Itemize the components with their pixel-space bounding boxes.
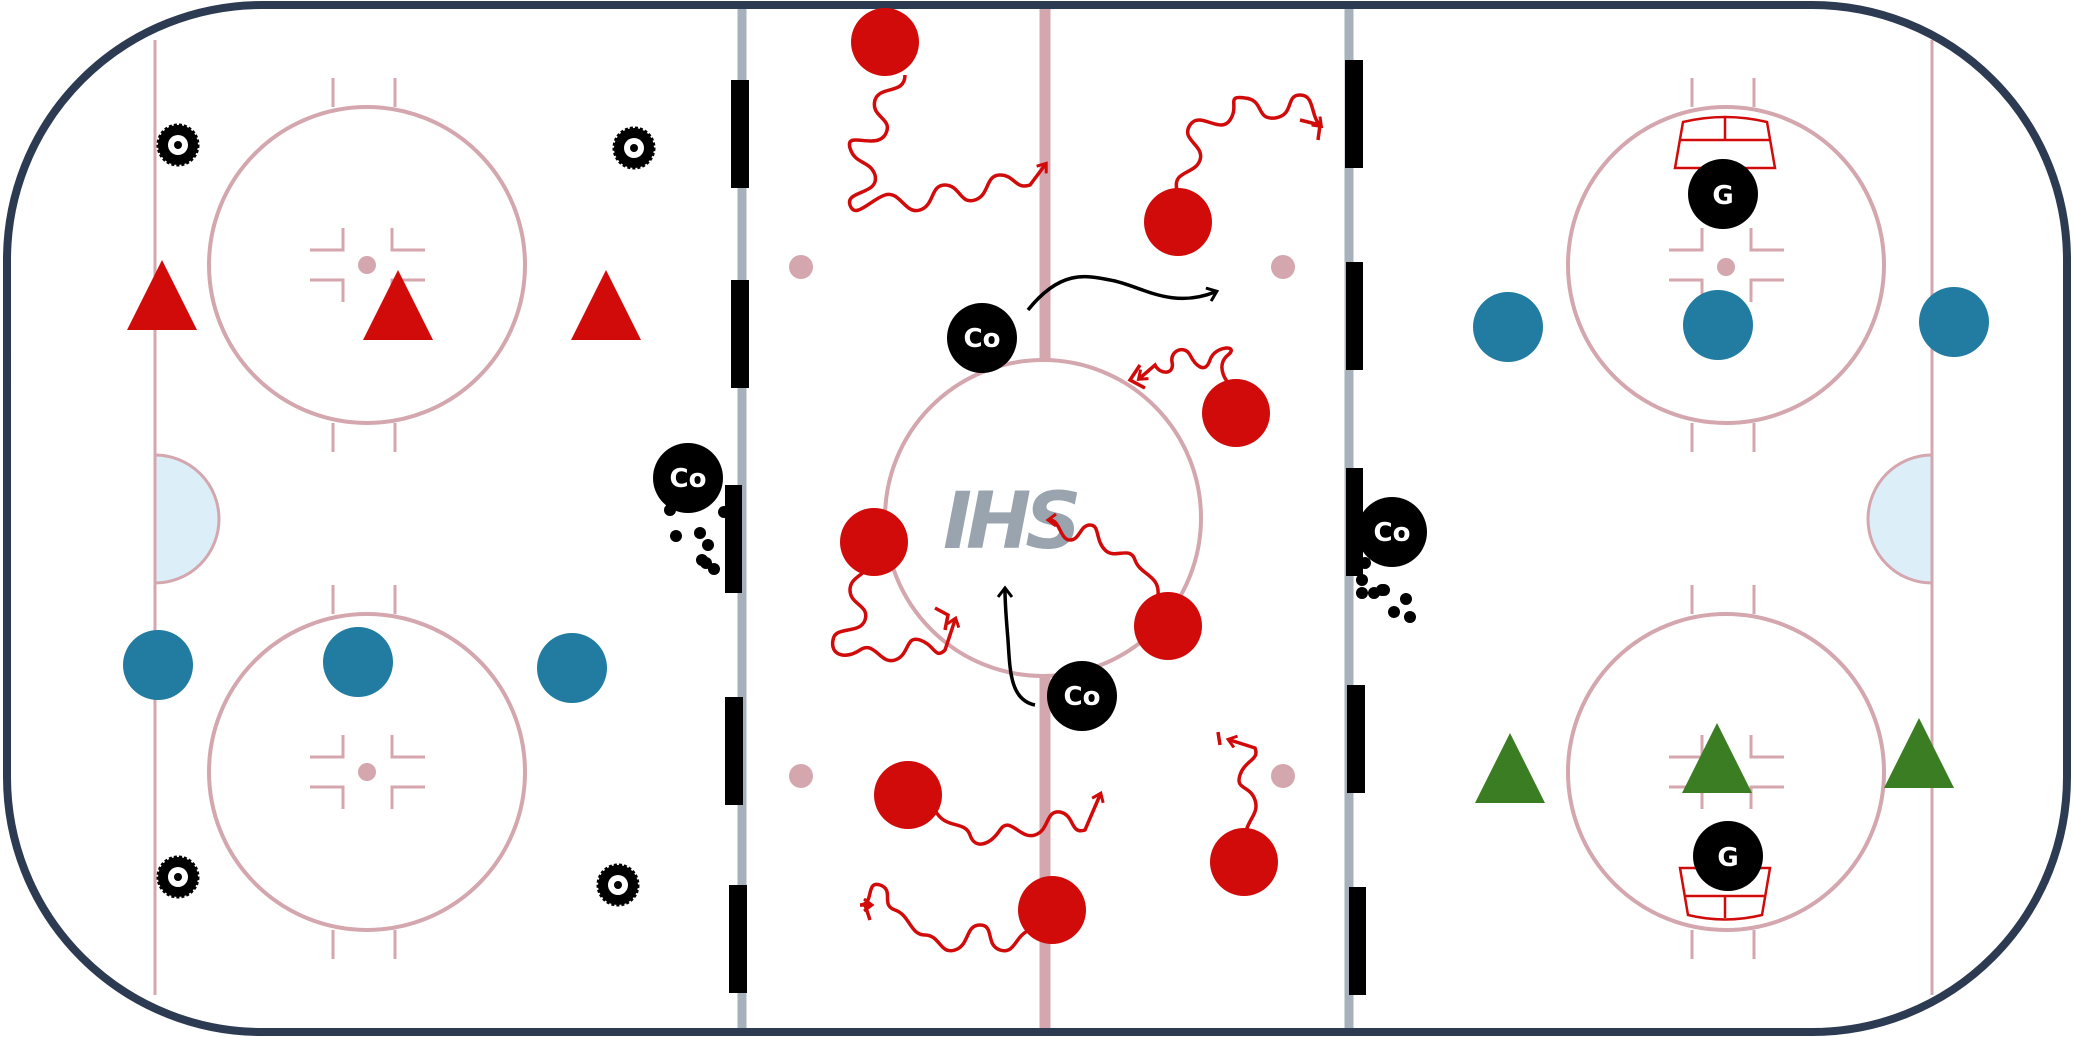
coach-player: Co [1357,497,1427,567]
green-cone-icon [1884,718,1954,788]
red-player [840,508,908,576]
blue-player [1473,292,1543,362]
goal-crease-right [1866,453,1934,585]
red-player [1018,876,1086,944]
red-player [851,8,919,76]
faceoff-circle-bottom-left [207,585,527,959]
neutral-dot-bl [789,764,813,788]
green-cone-icon [1475,733,1545,803]
blue-player [537,633,607,703]
goalie-player: G [1688,159,1758,229]
faceoff-circle-top-left [207,78,527,452]
coach-player: Co [1047,661,1117,731]
puck-pile-left [664,504,730,575]
red-arrow-accents [863,118,1322,921]
coach-player: Co [947,303,1017,373]
coach-player: Co [653,443,723,513]
red-player [1134,592,1202,660]
barrier-boards-left [725,80,749,993]
green-cone-icon [1682,723,1752,793]
svg-text:Co: Co [964,324,1001,354]
goal-net-bottom [1678,866,1772,921]
skating-paths [830,74,1320,953]
neutral-dot-tl [789,255,813,279]
center-logo: IHS [943,477,1077,567]
tire-icon [596,863,640,907]
red-player [1210,828,1278,896]
tire-icon [612,126,656,170]
blue-player [1919,287,1989,357]
goal-net-top [1673,115,1777,170]
barrier-boards-right [1345,60,1366,995]
faceoff-circle-top-right [1566,78,1886,452]
svg-text:G: G [1712,181,1733,211]
coach-paths [1005,274,1215,707]
red-cone-icon [571,270,641,340]
svg-text:Co: Co [1064,682,1101,712]
red-cone-icon [363,270,433,340]
neutral-dot-br [1271,764,1295,788]
puck-pile-right [1356,557,1416,623]
svg-text:Co: Co [670,464,707,494]
red-player [1144,188,1212,256]
goalie-player: G [1693,821,1763,891]
tire-icon [156,855,200,899]
blue-player [1683,290,1753,360]
red-player [1202,379,1270,447]
goal-crease-left [153,453,221,585]
red-player [874,761,942,829]
neutral-dot-tr [1271,255,1295,279]
blue-player [323,627,393,697]
svg-text:Co: Co [1374,518,1411,548]
red-cone-icon [127,260,197,330]
blue-player [123,630,193,700]
svg-text:G: G [1717,843,1738,873]
tire-icon [156,123,200,167]
